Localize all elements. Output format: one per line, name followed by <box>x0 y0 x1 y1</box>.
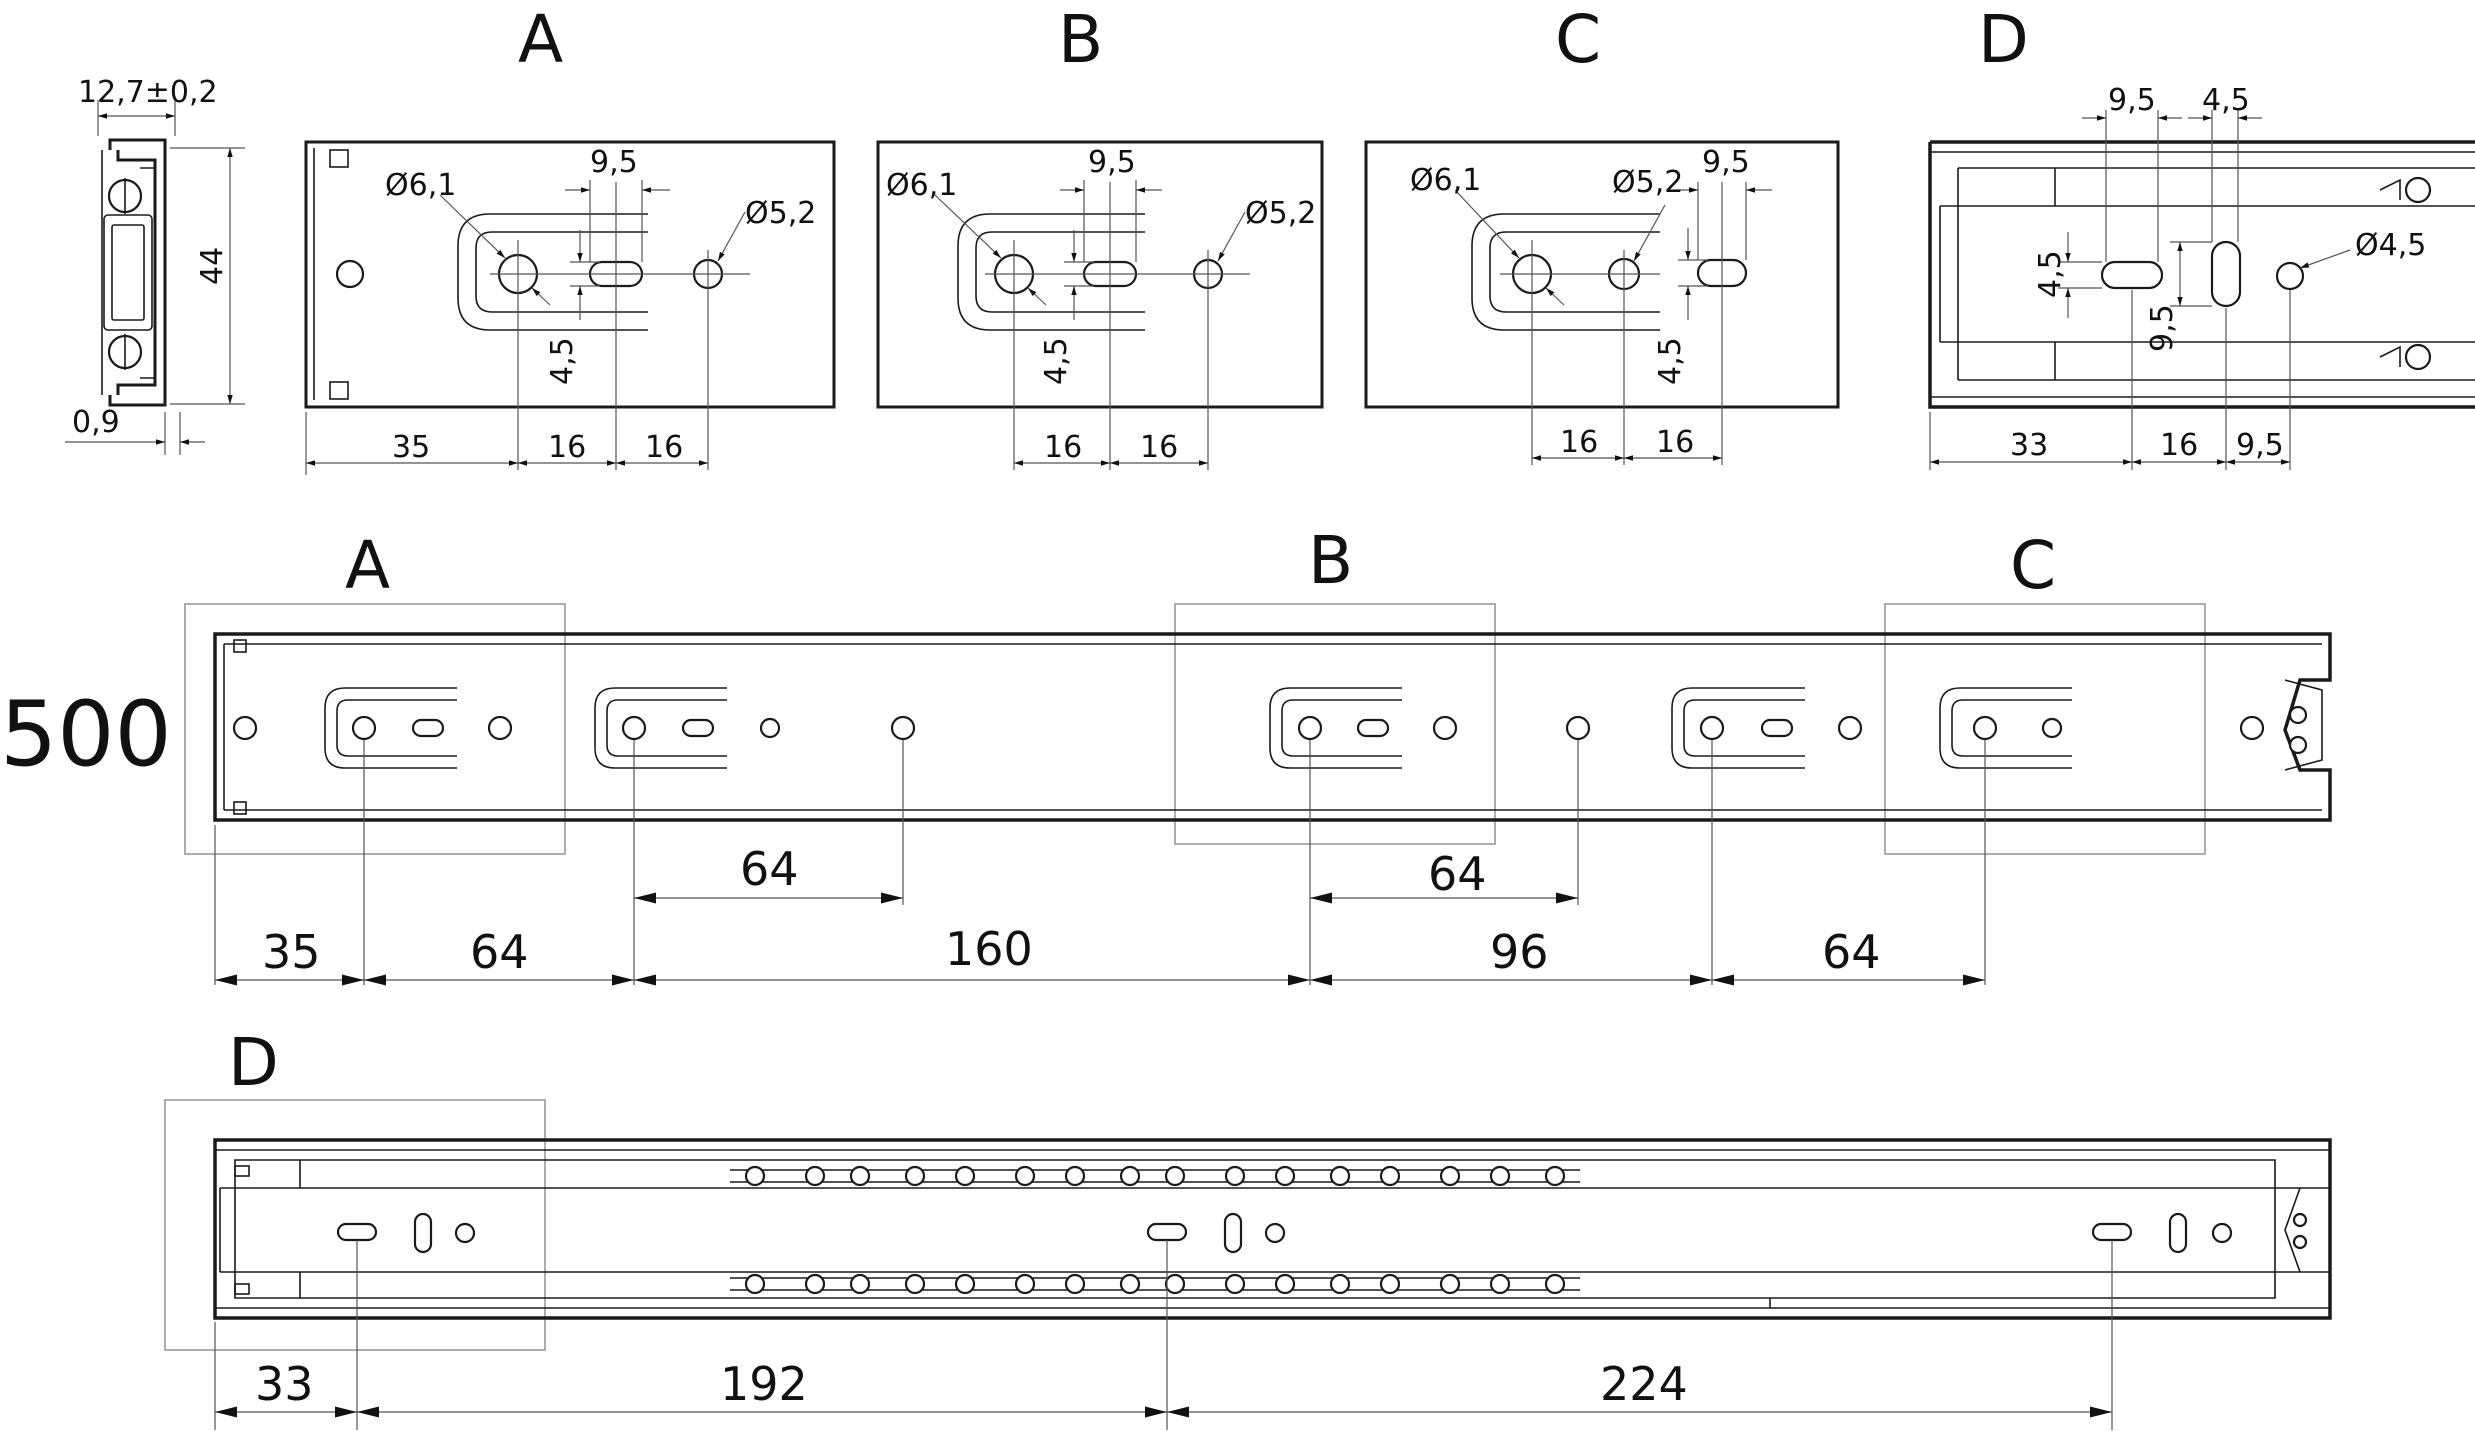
detail-b-dia-big: Ø6,1 <box>886 168 957 203</box>
rail-bottom: D <box>164 1024 2332 1430</box>
section-profile: 12,7±0,2 44 0,9 <box>65 75 245 455</box>
rail-top-inner-dim-2: 64 <box>1428 847 1487 901</box>
profile-width-dim: 12,7±0,2 <box>78 75 218 110</box>
detail-a-dim-2: 16 <box>548 430 586 465</box>
rail-top-label-b: B <box>1308 522 1353 599</box>
profile-height-dim: 44 <box>195 247 230 285</box>
rail-bottom-dim-3: 224 <box>1600 1357 1688 1411</box>
bracket-group-4 <box>1671 687 1805 769</box>
detail-a-dim-1: 35 <box>392 430 430 465</box>
rail-top-label-a: A <box>345 527 390 604</box>
detail-a-slot-height: 4,5 <box>545 337 580 385</box>
detail-b-dia-small: Ø5,2 <box>1245 196 1316 231</box>
detail-b-dim-2: 16 <box>1140 430 1178 465</box>
detail-d-slot1-width: 9,5 <box>2108 83 2156 118</box>
detail-c-dim-2: 16 <box>1656 425 1694 460</box>
rail-length-label: 500 <box>0 682 172 787</box>
detail-c-slot-width: 9,5 <box>1702 145 1750 180</box>
detail-a-label: A <box>518 1 563 78</box>
detail-d-slot-height: 4,5 <box>2033 250 2068 298</box>
detail-a-dia-small: Ø5,2 <box>745 196 816 231</box>
detail-c-dia-big: Ø6,1 <box>1410 163 1481 198</box>
bracket-group-5 <box>1939 687 2072 769</box>
detail-b: B 9,5 4,5 Ø6,1 Ø5,2 16 16 <box>876 1 1324 470</box>
detail-c-dim-1: 16 <box>1560 425 1598 460</box>
bracket-group-2 <box>594 687 781 769</box>
detail-d-dia: Ø4,5 <box>2355 228 2426 263</box>
detail-c: C 9,5 4,5 Ø6,1 Ø5,2 16 16 <box>1364 1 1840 465</box>
detail-d-dim-3: 9,5 <box>2236 428 2284 463</box>
rail-bottom-dim-1: 33 <box>255 1357 314 1411</box>
rail-top-dim-2: 64 <box>470 925 529 979</box>
ball-row-bottom <box>730 1273 1580 1295</box>
rail-top-dim-5: 64 <box>1822 925 1881 979</box>
ball-row-top <box>730 1165 1580 1187</box>
rail-top-label-c: C <box>2010 527 2056 604</box>
rail-bottom-label-d: D <box>228 1024 279 1101</box>
rail-top-dim-4: 96 <box>1490 925 1549 979</box>
detail-b-slot-width: 9,5 <box>1088 145 1136 180</box>
detail-b-dim-1: 16 <box>1044 430 1082 465</box>
detail-d-slot2-width: 4,5 <box>2202 83 2250 118</box>
detail-b-label: B <box>1058 1 1103 78</box>
detail-a: A 9,5 4,5 Ø6,1 Ø5,2 35 16 16 <box>304 1 836 475</box>
detail-d-dim-1: 33 <box>2010 428 2048 463</box>
rail-top-inner-dim-1: 64 <box>740 842 799 896</box>
detail-c-slot-height: 4,5 <box>1653 337 1688 385</box>
profile-thickness-dim: 0,9 <box>72 405 120 440</box>
rail-top-dim-1: 35 <box>262 925 321 979</box>
bracket-group-3 <box>1269 687 1402 769</box>
detail-d-slot2-height: 9,5 <box>2145 304 2180 352</box>
rail-bottom-dim-2: 192 <box>720 1357 808 1411</box>
detail-a-dim-3: 16 <box>645 430 683 465</box>
detail-b-slot-height: 4,5 <box>1039 337 1074 385</box>
detail-d-label: D <box>1978 1 2029 78</box>
rail-top-dim-3: 160 <box>945 922 1033 976</box>
detail-c-dia-small: Ø5,2 <box>1612 165 1683 200</box>
detail-a-slot-width: 9,5 <box>590 145 638 180</box>
bracket-group-1 <box>324 687 457 769</box>
detail-c-label: C <box>1555 1 1601 78</box>
rail-top: A B C <box>184 522 2332 986</box>
detail-d-dim-2: 16 <box>2160 428 2198 463</box>
detail-d: D 9,5 4,5 4,5 9,5 Ø4,5 33 16 9,5 <box>1928 1 2475 470</box>
detail-a-dia-big: Ø6,1 <box>385 168 456 203</box>
